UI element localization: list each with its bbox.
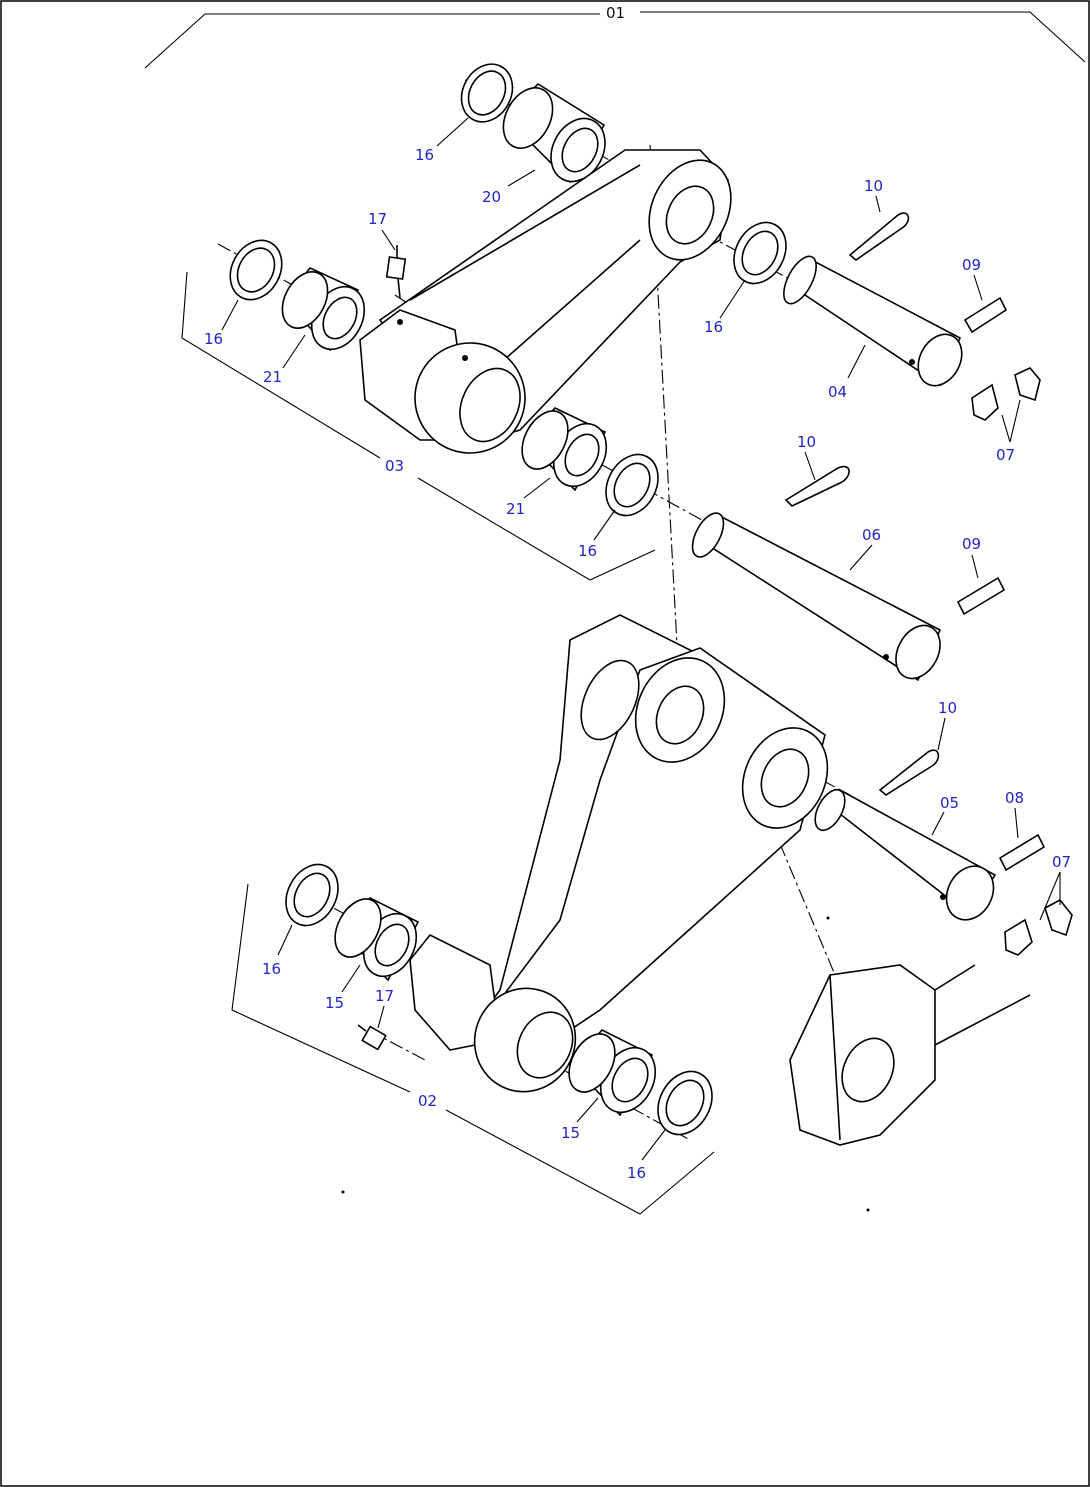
label-08: 08	[1005, 789, 1024, 807]
seal-upper-right	[733, 221, 787, 285]
label-06: 06	[862, 526, 881, 544]
label-10-upper: 10	[864, 177, 883, 195]
seal-upper-left	[229, 239, 283, 301]
label-20: 20	[482, 188, 501, 206]
label-16-lower-left: 16	[262, 960, 281, 978]
pin-lower	[814, 788, 997, 921]
stopper-upper	[971, 367, 1041, 421]
label-21-left: 21	[263, 368, 282, 386]
leader-lines	[221, 117, 1061, 1161]
bushing-upper-right	[521, 407, 608, 492]
bolt-middle	[956, 576, 1006, 616]
label-04: 04	[828, 383, 847, 401]
bushing-top	[502, 82, 606, 184]
label-02: 02	[418, 1092, 437, 1110]
label-07-lower: 07	[1052, 853, 1071, 871]
cotter-upper	[848, 212, 910, 262]
link-upper	[359, 149, 732, 454]
link-lower	[409, 614, 829, 1093]
bolt-upper	[963, 296, 1008, 334]
link-upper-bracket	[181, 271, 656, 581]
stopper-lower	[1004, 898, 1073, 956]
label-16-upper-right: 16	[704, 318, 723, 336]
label-16-upper-left: 16	[204, 330, 223, 348]
pin-upper	[783, 255, 963, 387]
label-15-left: 15	[325, 994, 344, 1012]
seal-lower-left	[285, 863, 339, 927]
mounting-bracket	[789, 964, 1031, 1146]
label-17-lower: 17	[375, 987, 394, 1005]
label-01: 01	[606, 4, 625, 22]
label-10-middle: 10	[797, 433, 816, 451]
pin-middle	[691, 512, 942, 682]
label-10-lower: 10	[938, 699, 957, 717]
label-09-middle: 09	[962, 535, 981, 553]
bushing-lower-left	[334, 897, 420, 982]
part-labels: 01 16 20 17 16 21 03 16 04 10 09 07 21 1…	[204, 4, 1071, 1182]
label-15-right: 15	[561, 1124, 580, 1142]
label-16-top: 16	[415, 146, 434, 164]
grease-fitting-lower	[357, 1024, 387, 1051]
grease-fitting-upper	[385, 245, 407, 299]
seal-middle	[605, 453, 659, 517]
label-21-right: 21	[506, 500, 525, 518]
label-17-upper: 17	[368, 210, 387, 228]
link-lower-bracket	[231, 883, 715, 1215]
label-05: 05	[940, 794, 959, 812]
seal-top	[460, 63, 514, 123]
cotter-lower	[878, 749, 940, 796]
label-16-middle: 16	[578, 542, 597, 560]
label-03: 03	[385, 457, 404, 475]
assembly-bracket	[144, 11, 1086, 69]
bushing-lower-right	[568, 1029, 657, 1117]
label-07-upper: 07	[996, 446, 1015, 464]
bushing-upper-left	[281, 267, 366, 352]
seal-lower-right	[657, 1070, 713, 1136]
cotter-middle	[784, 465, 850, 507]
label-16-lower-right: 16	[627, 1164, 646, 1182]
label-09-upper: 09	[962, 256, 981, 274]
bolt-lower	[998, 833, 1046, 872]
